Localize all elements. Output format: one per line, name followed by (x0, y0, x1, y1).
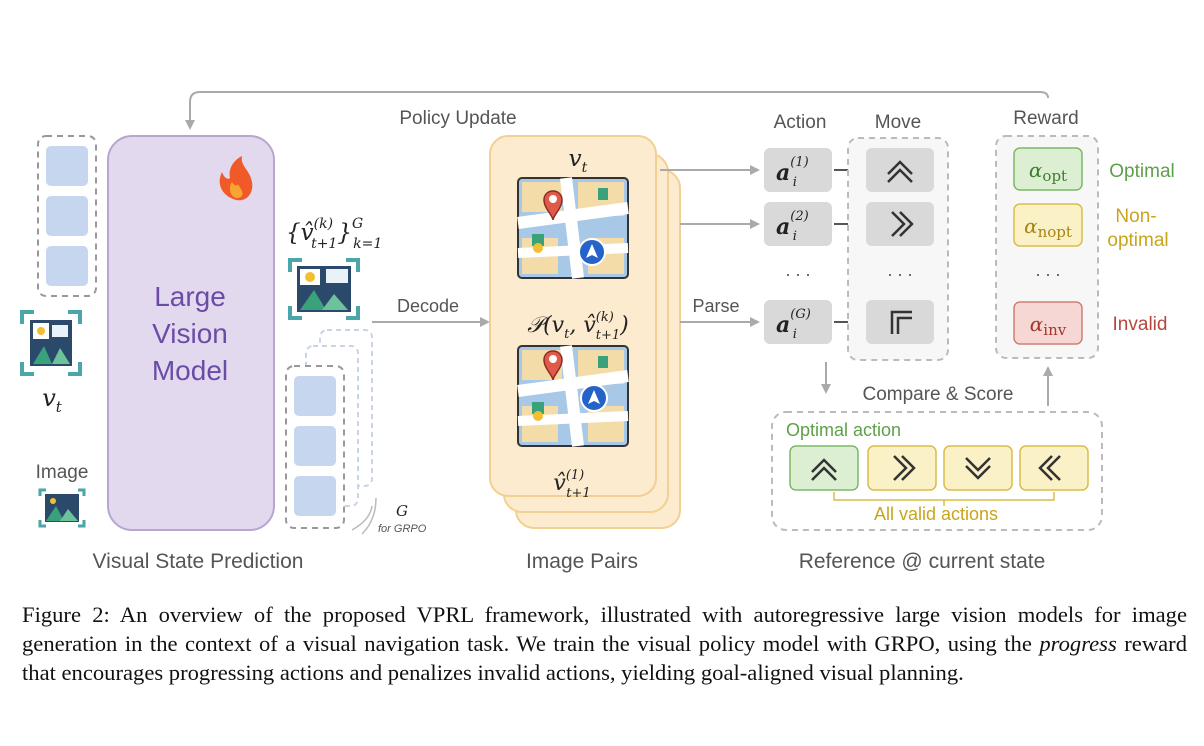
policy-update-label: Policy Update (399, 108, 516, 129)
alpha-opt-label: αopt (1029, 158, 1067, 185)
action-1-label: a(1)i (776, 155, 809, 190)
image-label: Image (36, 462, 89, 483)
action-2-label: a(2)i (776, 209, 809, 244)
double-left-icon (1038, 455, 1061, 481)
invalid-label: Invalid (1113, 314, 1168, 335)
prediction-thumbnail (294, 426, 336, 466)
action-g-label: a(G)i (776, 307, 811, 342)
current-state-image-icon (20, 310, 82, 376)
reward-invalid-box (1013, 301, 1083, 345)
action-box-1 (764, 148, 832, 192)
corner-turn-icon (890, 310, 912, 334)
v-t-label: vt (42, 384, 63, 416)
prediction-thumbnail (294, 376, 336, 416)
section-reference: Reference @ current state (799, 550, 1046, 573)
pair-v-t-label: vt (569, 146, 588, 176)
model-label-line1: Large (154, 281, 226, 312)
double-up-icon (811, 458, 837, 481)
pair-vhat-label: v̂(1)t+1 (553, 468, 590, 501)
all-valid-actions-label: All valid actions (874, 504, 998, 524)
input-thumbnail (46, 196, 88, 236)
model-label-line3: Model (152, 355, 228, 386)
group-brace (351, 497, 377, 535)
for-grpo-label: for GRPO (378, 523, 427, 535)
reference-panel (771, 411, 1103, 531)
reward-optimal-box (1013, 147, 1083, 191)
model-label-line2: Vision (152, 318, 228, 349)
fire-icon (219, 156, 253, 201)
move-box-g (866, 300, 934, 344)
input-thumbnail-group (37, 135, 97, 297)
prediction-thumbnail (294, 476, 336, 516)
move-box-2 (866, 202, 934, 246)
non-optimal-label-line2: optimal (1107, 230, 1168, 251)
caption-text-1: Figure 2: An overview of the proposed VP… (22, 602, 1187, 656)
double-right-icon (893, 455, 916, 481)
reward-ellipsis: . . . (1035, 260, 1060, 280)
g-label: G (396, 502, 408, 520)
double-up-icon (887, 160, 913, 183)
move-header: Move (875, 112, 921, 133)
figure-caption: Figure 2: An overview of the proposed VP… (22, 600, 1187, 687)
section-image-pairs: Image Pairs (526, 550, 638, 573)
non-optimal-label-line1: Non- (1115, 206, 1156, 227)
image-icon (38, 488, 86, 528)
reference-move-right (867, 445, 937, 491)
parse-label: Parse (692, 296, 739, 316)
valid-actions-bracket (833, 492, 1055, 506)
caption-italic: progress (1039, 631, 1117, 656)
compare-score-label: Compare & Score (862, 384, 1013, 405)
input-thumbnail (46, 246, 88, 286)
caption-text-2: reward that encourages progressing actio… (22, 631, 1187, 685)
action-box-g (764, 300, 832, 344)
section-visual-state-prediction: Visual State Prediction (93, 550, 304, 573)
policy-update-arrow (185, 91, 1049, 130)
map-current-icon (518, 178, 628, 278)
alpha-inv-label: αinv (1030, 312, 1067, 339)
map-predicted-icon (518, 346, 628, 446)
optimal-label: Optimal (1109, 161, 1174, 182)
pair-expression: 𝒫(vt, v̂(k)t+1) (527, 310, 629, 343)
reference-move-down (943, 445, 1013, 491)
action-header: Action (774, 112, 827, 133)
vprl-diagram: Policy Update vt Image Large Vision Mode… (20, 91, 1175, 573)
action-ellipsis: . . . (785, 260, 810, 280)
large-vision-model-block (107, 135, 275, 531)
reward-header: Reward (1013, 108, 1078, 129)
reference-move-left (1019, 445, 1089, 491)
reward-nonoptimal-box (1013, 203, 1083, 247)
double-down-icon (965, 457, 991, 480)
decode-label: Decode (397, 296, 459, 316)
predicted-image-icon (288, 258, 360, 320)
alpha-nopt-label: αnopt (1024, 214, 1072, 241)
input-thumbnail (46, 146, 88, 186)
double-right-icon (891, 211, 914, 237)
move-ellipsis: . . . (887, 260, 912, 280)
optimal-action-label: Optimal action (786, 420, 901, 440)
action-box-2 (764, 202, 832, 246)
